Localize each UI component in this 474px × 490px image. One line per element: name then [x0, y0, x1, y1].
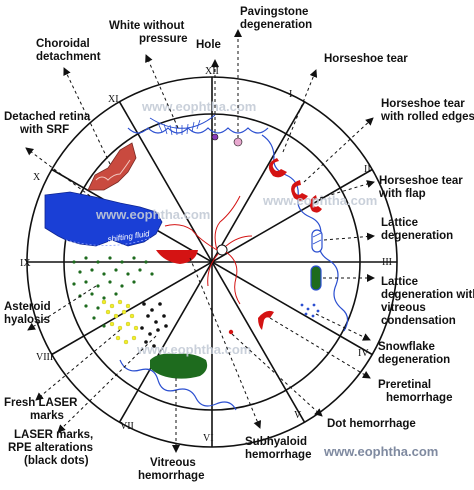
optic-disc [216, 244, 228, 256]
watermark-middle: www.eophtha.com [95, 207, 210, 222]
lattice-hatch [312, 239, 322, 245]
clock-hours: XII I II III IV V VI VII VIII IX X XI [20, 66, 392, 444]
label-detached-retina: Detached retina with SRF [4, 111, 93, 136]
srf-boundary [65, 237, 151, 246]
clock-I: I [289, 89, 292, 100]
choroidal-detachment-wave [95, 159, 131, 181]
fresh-laser-yellow-dots [101, 299, 139, 345]
ora-serrata-right [261, 134, 349, 332]
leader-arrows [25, 29, 375, 453]
label-horseshoe-tear: Horseshoe tear [324, 53, 408, 65]
label-horseshoe-rolled: Horseshoe tear with rolled edges [380, 98, 474, 123]
clock-IV: IV [358, 348, 369, 359]
clock-VII: VII [120, 421, 134, 432]
annotation-labels: White without pressure Pavingstone degen… [4, 6, 474, 482]
label-snowflake: Snowflake degeneration [378, 341, 450, 366]
lattice-hatch [312, 232, 322, 238]
label-asteroid: Asteroid hyalosis [4, 301, 54, 326]
clock-V: V [294, 410, 302, 421]
lattice-degeneration-mark [311, 229, 323, 253]
watermark-bottom: www.eophtha.com [136, 342, 251, 357]
watermark-right: www.eophtha.com [262, 193, 377, 208]
hole-mark [211, 133, 219, 141]
white-without-pressure-area [149, 114, 216, 136]
label-laser-rpe: LASER marks, RPE alterations (black dots… [8, 429, 96, 467]
retinal-vessels [164, 195, 253, 305]
label-subhyaloid: Subhyaloid hemorrhage [245, 436, 311, 461]
watermark-footer: www.eophtha.com [323, 444, 438, 459]
label-horseshoe-flap: Horseshoe tear with flap [378, 175, 466, 200]
vitreous-hemorrhage-shape [150, 353, 208, 379]
clock-IX: IX [20, 258, 31, 269]
label-dot-hemorrhage: Dot hemorrhage [327, 418, 416, 430]
detached-retina-shape [44, 191, 163, 247]
clock-XII: XII [205, 66, 219, 77]
clock-X: X [33, 172, 41, 183]
choroidal-detachment-shape [87, 142, 137, 191]
snowflake-dots [300, 303, 320, 318]
horseshoe-tear-mark [268, 158, 287, 178]
label-pavingstone: Pavingstone degeneration [240, 6, 312, 31]
clock-III: III [382, 257, 392, 268]
label-fresh-laser: Fresh LASER marks [4, 397, 81, 422]
subhyaloid-hemorrhage-shape [156, 250, 198, 264]
clock-VIII: VIII [36, 352, 53, 363]
horseshoe-rolled-mark [291, 180, 308, 201]
ora-serrata-top [127, 127, 269, 134]
label-lattice: Lattice degeneration [381, 217, 453, 242]
clock-VI: VI [203, 433, 214, 444]
lattice-vitreous-mark [310, 265, 322, 291]
horseshoe-flap-mark [309, 195, 322, 213]
label-vitreous-hemorrhage: Vitreous hemorrhage [138, 457, 204, 482]
dot-hemorrhage-mark [228, 329, 234, 335]
label-white-without-pressure: White without pressure [109, 20, 188, 45]
pavingstone-mark [233, 137, 243, 147]
preretinal-hemorrhage-shape [258, 310, 274, 330]
clock-II: II [364, 164, 371, 175]
label-hole: Hole [196, 39, 221, 51]
laser-rpe-black-dots [140, 302, 168, 348]
label-choroidal: Choroidal detachment [36, 38, 101, 63]
watermark-top: www.eophtha.com [141, 99, 256, 114]
asteroid-green-dots [72, 256, 154, 328]
label-preretinal: Preretinal hemorrhage [378, 379, 452, 404]
label-lattice-vitreous: Lattice degeneration with vitreous conde… [381, 276, 474, 327]
clock-XI: XI [108, 94, 119, 105]
